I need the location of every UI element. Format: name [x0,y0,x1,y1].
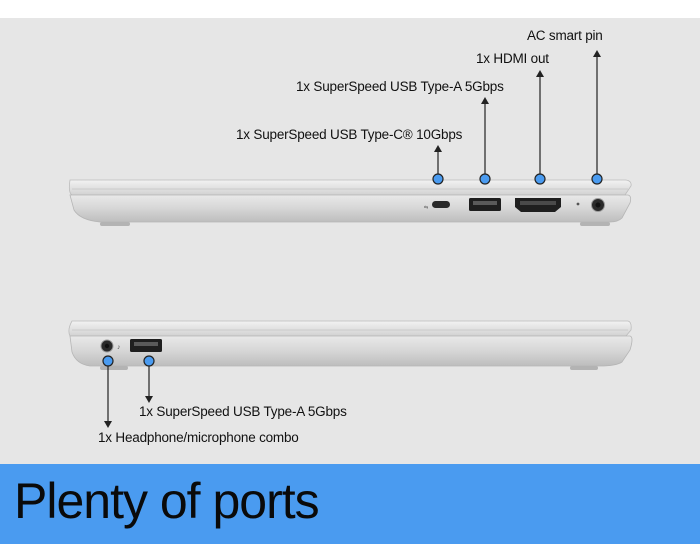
callout-dots [102,173,603,367]
callout-dot-headphone [102,355,114,367]
callout-dot-usb-c [432,173,444,185]
callout-lines [104,50,601,428]
laptop-left-side-view: ♪ [68,320,633,370]
product-panel [0,18,700,464]
callout-label-usb-c: 1x SuperSpeed USB Type-C® 10Gbps [236,127,463,142]
usb-c-port [432,201,450,208]
callout-label-ac-pin: AC smart pin [527,28,603,43]
headline-banner: Plenty of ports [0,464,700,544]
callout-dot-hdmi [534,173,546,185]
svg-text:⇆: ⇆ [424,205,428,211]
callout-dot-ac-pin [591,173,603,185]
callout-dot-usb-a-left [143,355,155,367]
callout-label-usb-a-left: 1x SuperSpeed USB Type-A 5Gbps [139,404,347,419]
svg-text:♪: ♪ [117,344,121,351]
callout-label-hdmi: 1x HDMI out [476,51,549,66]
laptop-right-side-view: ⇆ [68,179,632,226]
callout-label-usb-a: 1x SuperSpeed USB Type-A 5Gbps [296,79,504,94]
banner-title: Plenty of ports [14,473,320,529]
callout-dot-usb-a [479,173,491,185]
callout-label-headphone: 1x Headphone/microphone combo [98,430,299,445]
